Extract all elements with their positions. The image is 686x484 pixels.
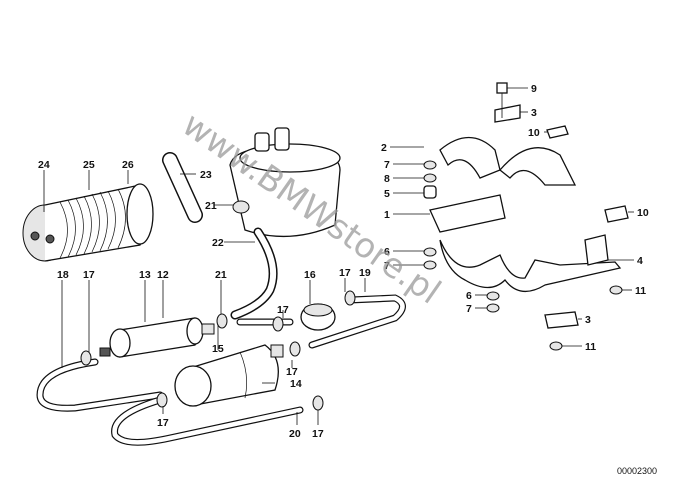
callout-21-mid: 21 xyxy=(215,269,227,281)
callout-25: 25 xyxy=(83,159,95,171)
callout-13: 13 xyxy=(139,269,151,281)
clamp-17 xyxy=(312,395,324,411)
clamp-21 xyxy=(216,313,228,329)
clamp-3b xyxy=(544,311,579,329)
callout-24: 24 xyxy=(38,159,50,171)
callout-23: 23 xyxy=(200,169,212,181)
fuel-pump-12 xyxy=(99,317,215,358)
callout-17-left: 17 xyxy=(83,269,95,281)
sleeve-port-left xyxy=(30,231,40,241)
document-number: 00002300 xyxy=(617,466,657,476)
nut-8 xyxy=(423,173,437,183)
washer-7 xyxy=(423,160,437,170)
callout-5: 5 xyxy=(384,188,390,200)
screw-10-right xyxy=(604,205,629,223)
callout-8: 8 xyxy=(384,173,390,185)
pump-terminal xyxy=(99,347,111,357)
filter-end xyxy=(174,365,212,407)
pump-end xyxy=(109,328,131,358)
damper-top xyxy=(303,303,333,317)
callout-10-top: 10 xyxy=(528,127,540,139)
callout-17-right: 17 xyxy=(312,428,324,440)
callout-16: 16 xyxy=(304,269,316,281)
upper-strap-right xyxy=(499,147,577,186)
callout-19: 19 xyxy=(359,267,371,279)
clamp-17 xyxy=(344,290,356,306)
callout-4: 4 xyxy=(637,255,643,267)
callout-26: 26 xyxy=(122,159,134,171)
rubber-mount-4 xyxy=(584,234,609,266)
callout-6-low: 6 xyxy=(466,290,472,302)
bracket-plate-1 xyxy=(429,194,506,233)
callout-18: 18 xyxy=(57,269,69,281)
callout-7-top: 7 xyxy=(384,159,390,171)
clamp-17 xyxy=(80,350,92,366)
pump-front xyxy=(186,317,204,345)
upper-strap-left xyxy=(439,137,501,179)
callout-labels: 24 25 26 23 21 22 18 17 13 12 21 16 17 1… xyxy=(38,83,649,440)
callout-17-filter: 17 xyxy=(286,366,298,378)
lower-strap xyxy=(439,239,622,292)
nut-11b xyxy=(549,341,563,351)
filter-body xyxy=(189,344,279,406)
callout-7-low: 7 xyxy=(466,303,472,315)
washer-6 xyxy=(423,247,437,257)
callout-15: 15 xyxy=(212,343,224,355)
hose-clamps xyxy=(80,290,356,411)
callout-1: 1 xyxy=(384,209,390,221)
callout-14: 14 xyxy=(290,378,302,390)
sleeve-port-right xyxy=(45,234,55,244)
washer-6b xyxy=(486,291,500,301)
callout-22: 22 xyxy=(212,237,224,249)
callout-2: 2 xyxy=(381,142,387,154)
callout-11-low: 11 xyxy=(585,341,596,353)
sleeve-open-end xyxy=(126,183,154,245)
callout-9: 9 xyxy=(531,83,537,95)
screw-10-top xyxy=(546,125,569,139)
clamp-17 xyxy=(156,392,168,408)
callout-17-hose: 17 xyxy=(277,304,289,316)
callout-17-upper: 17 xyxy=(339,267,351,279)
filter-outlet xyxy=(270,344,284,358)
fuel-filter-14 xyxy=(174,344,284,407)
callout-3-top: 3 xyxy=(531,107,537,119)
callout-3-low: 3 xyxy=(585,314,591,326)
clamp-17 xyxy=(272,316,284,332)
callout-17-bottom: 17 xyxy=(157,417,169,429)
callout-12: 12 xyxy=(157,269,169,281)
pump-outlet xyxy=(201,323,215,335)
nut-7b xyxy=(486,303,500,313)
nut-11a xyxy=(609,285,623,295)
mount-5 xyxy=(423,185,437,199)
callout-21-top: 21 xyxy=(205,200,217,212)
callout-7-mid: 7 xyxy=(384,260,390,272)
bolt-head-9 xyxy=(496,82,508,94)
tank-pipe-right xyxy=(274,127,290,151)
leader-lines xyxy=(43,87,634,425)
hose-18 xyxy=(36,358,164,412)
hose-23 xyxy=(162,152,203,223)
sleeve-ribs xyxy=(59,188,126,259)
clamp-21-top xyxy=(232,200,250,214)
callout-11-right: 11 xyxy=(635,285,646,297)
fuel-lines xyxy=(36,294,406,446)
pump-bracket-assembly xyxy=(423,82,629,351)
tank-pipe-left xyxy=(254,132,270,152)
fuel-tank-sender-housing xyxy=(229,127,341,238)
clamp-17 xyxy=(289,341,301,357)
clamp-piece-3 xyxy=(494,104,521,123)
callout-20: 20 xyxy=(289,428,301,440)
rubber-sleeve-assembly xyxy=(22,183,154,262)
pressure-damper-16 xyxy=(300,303,336,331)
callout-10-right: 10 xyxy=(637,207,649,219)
hose-22 xyxy=(230,227,278,320)
callout-6-mid: 6 xyxy=(384,246,390,258)
